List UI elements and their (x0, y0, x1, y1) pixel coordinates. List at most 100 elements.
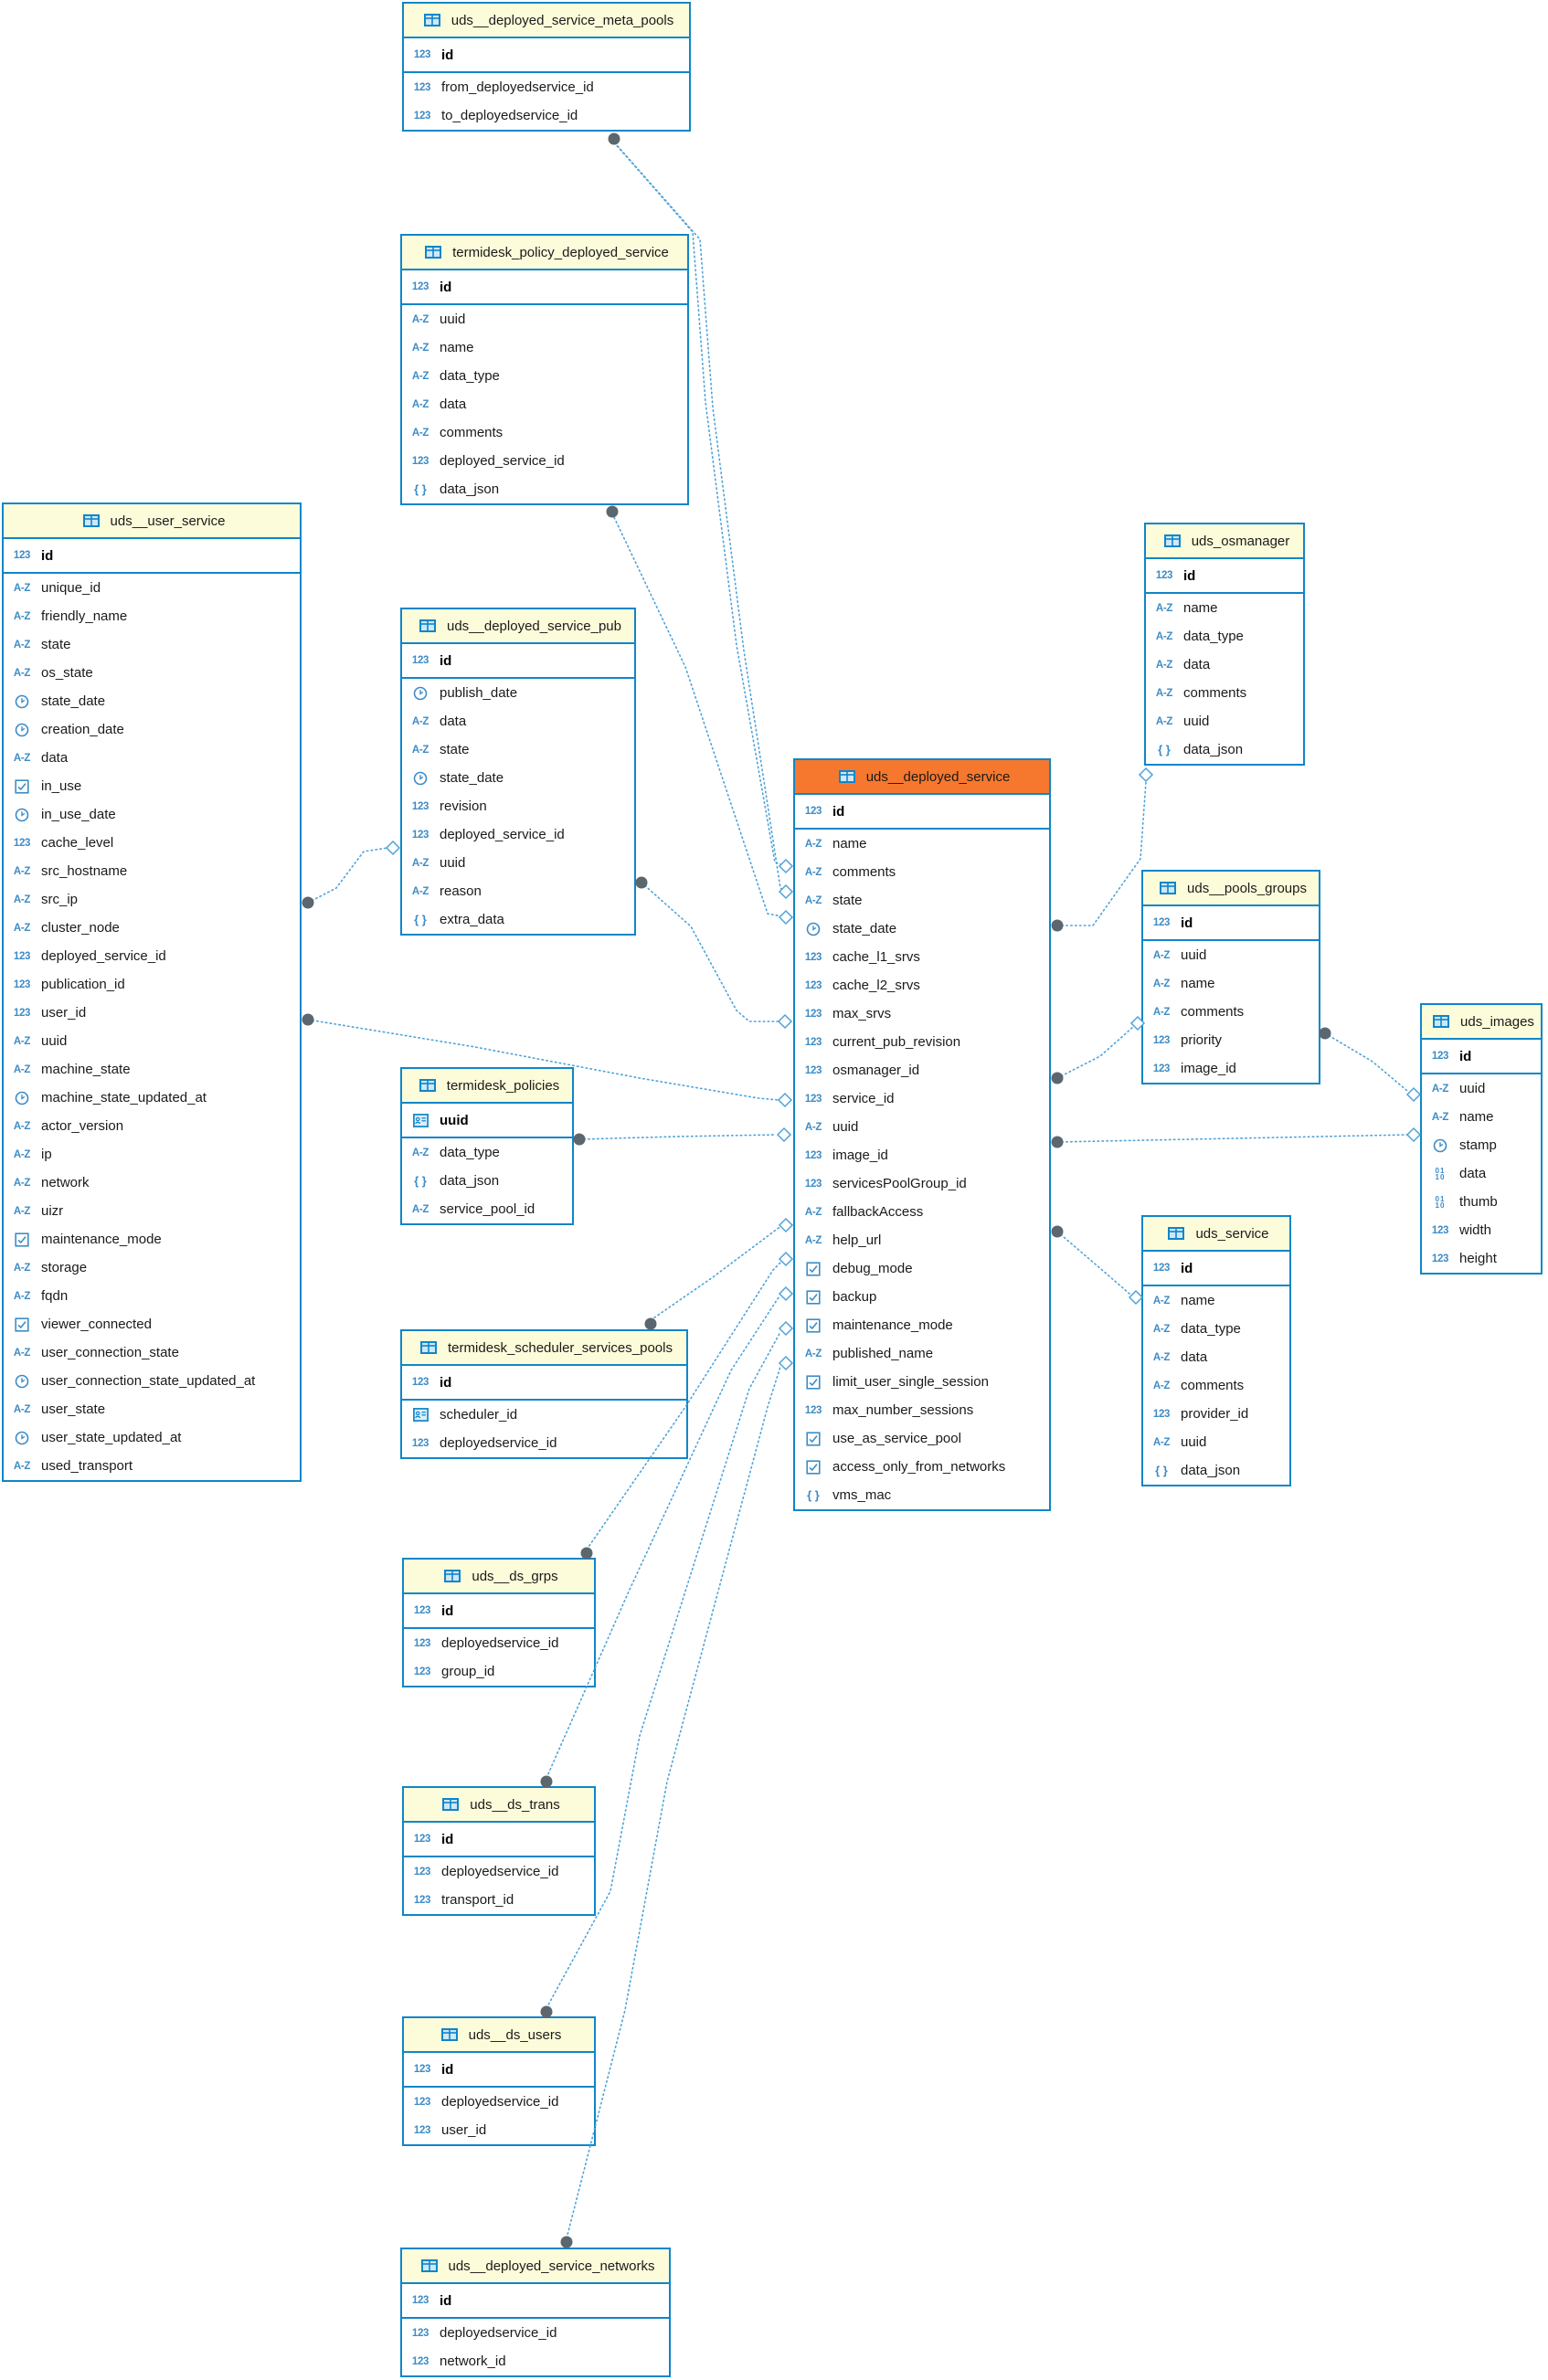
entity-header[interactable]: uds__ds_grps (404, 1560, 594, 1594)
column-stamp[interactable]: stamp (1422, 1131, 1541, 1159)
relationship-policy-deployed-service[interactable] (606, 505, 794, 926)
column-use_as_service_pool[interactable]: use_as_service_pool (795, 1424, 1049, 1453)
relationship-line[interactable] (1324, 1032, 1408, 1092)
column-backup[interactable]: backup (795, 1283, 1049, 1311)
entity-header[interactable]: uds_service (1143, 1217, 1289, 1252)
column-data_json[interactable]: { }data_json (1146, 735, 1303, 764)
entity-header[interactable]: uds__deployed_service_meta_pools (404, 4, 689, 38)
relationship-line[interactable] (1056, 1026, 1134, 1079)
relationship-user-service-deployed-service[interactable] (302, 1013, 793, 1108)
entity-header[interactable]: uds__deployed_service_pub (402, 609, 634, 644)
column-creation_date[interactable]: creation_date (4, 715, 300, 744)
relationship-line[interactable] (578, 1134, 776, 1140)
relationship-line[interactable] (566, 1366, 781, 2239)
column-state_date[interactable]: state_date (4, 687, 300, 715)
column-extra_data[interactable]: { }extra_data (402, 905, 634, 934)
entity-header[interactable]: uds__user_service (4, 504, 300, 539)
column-debug_mode[interactable]: debug_mode (795, 1254, 1049, 1283)
column-vms_mac[interactable]: { }vms_mac (795, 1481, 1049, 1509)
relationship-deployed-service-osmanager[interactable] (1051, 767, 1154, 932)
column-maintenance_mode[interactable]: maintenance_mode (795, 1311, 1049, 1339)
column-scheduler_id[interactable]: scheduler_id (402, 1401, 686, 1429)
entity-header[interactable]: uds__ds_users (404, 2018, 594, 2053)
relationship-line[interactable] (1056, 781, 1147, 926)
column-uuid[interactable]: uuid (402, 1104, 572, 1137)
relationship-deployed-service-pub-link[interactable] (635, 876, 793, 1030)
column-viewer_connected[interactable]: viewer_connected (4, 1310, 300, 1338)
relationship-line[interactable] (611, 513, 788, 918)
column-in_use_date[interactable]: in_use_date (4, 800, 300, 829)
relationship-line[interactable] (641, 882, 779, 1022)
column-user_connection_state_updated_at[interactable]: user_connection_state_updated_at (4, 1367, 300, 1395)
relationship-line[interactable] (1056, 1134, 1408, 1143)
